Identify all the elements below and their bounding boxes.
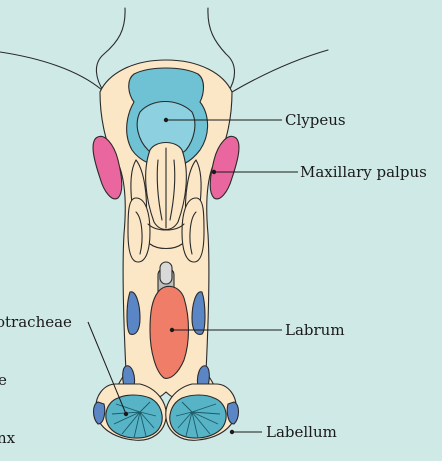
leader-dot-labellum: [230, 430, 234, 434]
label-clypeus: Clypeus: [285, 111, 346, 129]
label-maxillary-palpus: Maxillary palpus: [300, 163, 427, 181]
pseudotracheae-right: [170, 395, 226, 438]
leader-dot-clypeus: [164, 118, 168, 122]
label-left-nx: nx: [0, 429, 16, 447]
mid-loop-right: [182, 198, 204, 262]
label-pseudotracheae: otracheae: [0, 313, 72, 331]
hypopharynx-cap: [160, 262, 172, 284]
antenna-line-left: [0, 52, 102, 90]
labellum-tip-right: [227, 402, 238, 424]
pseudotracheae-left: [106, 395, 162, 438]
leader-dot-pseudotracheae: [124, 412, 128, 416]
labellum-tip-left: [94, 402, 105, 424]
mid-loop-left: [128, 198, 150, 262]
leader-dot-labrum: [170, 328, 174, 332]
label-labellum: Labellum: [266, 423, 337, 441]
antenna-line-right: [232, 50, 328, 92]
label-left-e: e: [0, 371, 7, 389]
leader-dot-maxillary-palpus: [212, 170, 216, 174]
label-labrum: Labrum: [285, 321, 345, 339]
